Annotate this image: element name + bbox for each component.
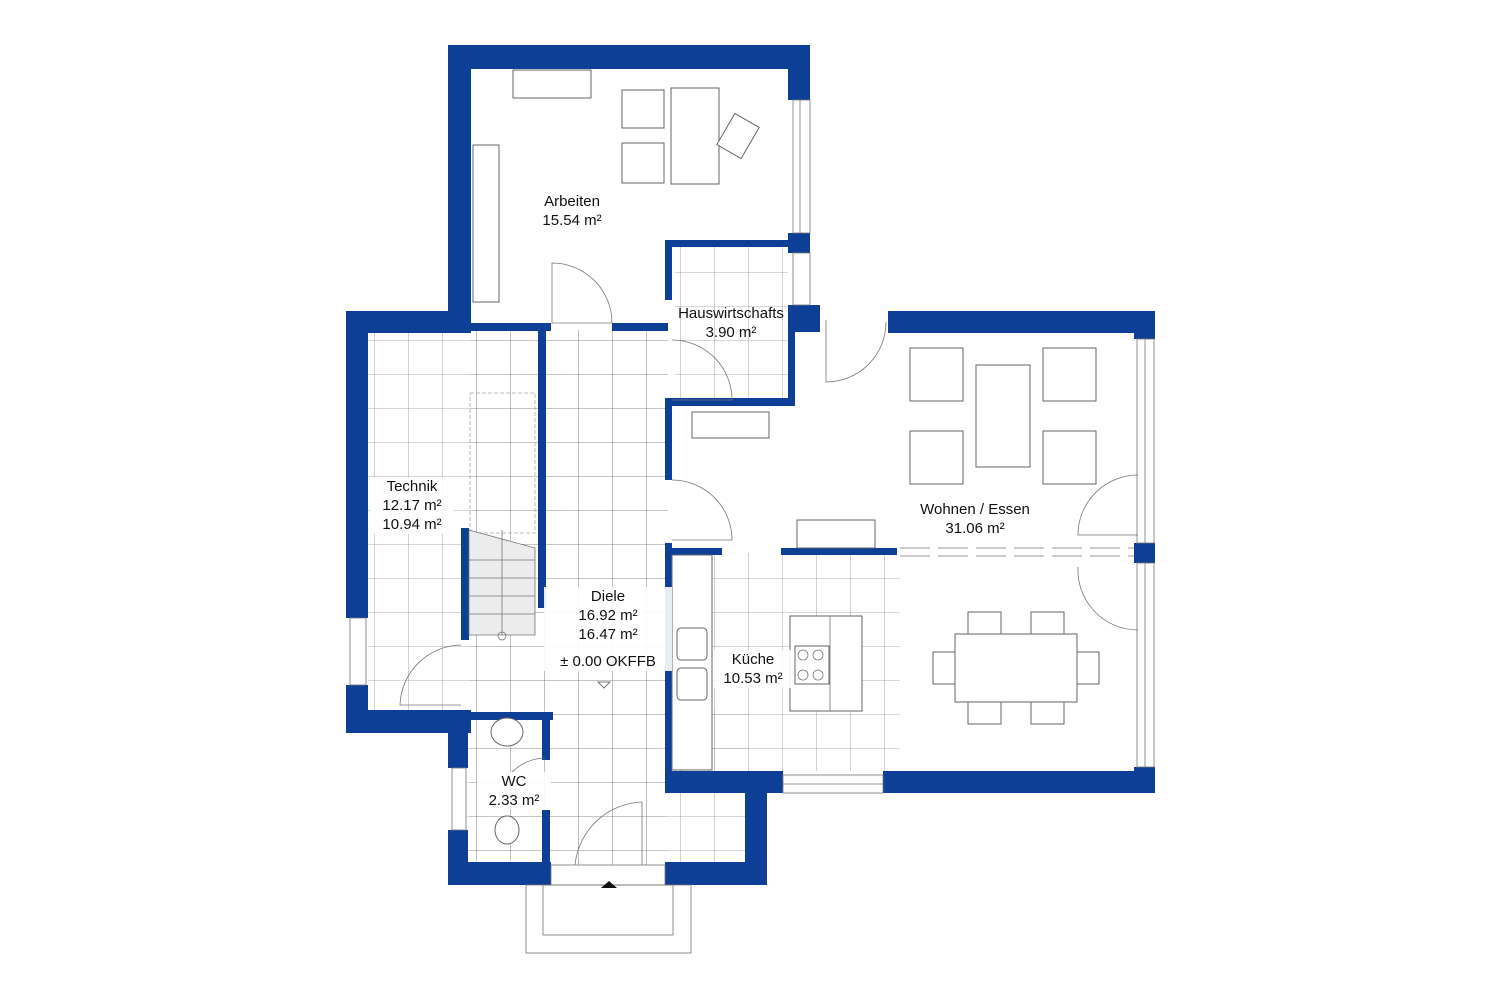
living-furniture <box>691 347 1100 725</box>
entrance-arrow-icon <box>601 881 617 888</box>
level-marker-icon <box>596 681 612 689</box>
room-label-kueche: Küche 10.53 m² <box>713 650 793 688</box>
kitchen-furniture <box>671 554 863 771</box>
office-furniture <box>472 69 760 303</box>
wc-fixtures <box>490 717 524 845</box>
room-label-arbeiten: Arbeiten 15.54 m² <box>530 192 614 230</box>
room-label-wc: WC 2.33 m² <box>477 772 551 810</box>
room-label-technik: Technik 12.17 m² 10.94 m² <box>370 477 454 534</box>
level-marker: ± 0.00 OKFFB <box>560 653 656 670</box>
windows <box>349 99 1155 954</box>
room-label-diele: Diele 16.92 m² 16.47 m² ± 0.00 OKFFB <box>544 587 672 671</box>
doors <box>399 262 1139 866</box>
staircase <box>468 392 536 641</box>
room-label-wohnen-essen: Wohnen / Essen 31.06 m² <box>898 500 1052 538</box>
room-label-hauswirtschafts: Hauswirtschafts 3.90 m² <box>678 305 784 341</box>
